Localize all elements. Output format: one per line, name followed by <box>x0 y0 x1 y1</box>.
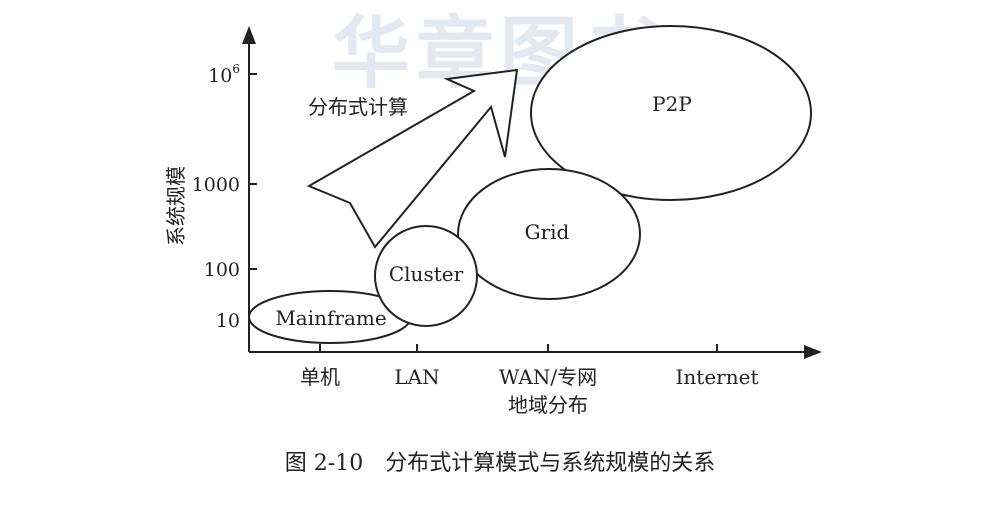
y-tick-label-10: 10 <box>216 310 240 332</box>
y-axis-label: 系统规模 <box>164 166 188 246</box>
x-tick-sublabel-region: 地域分布 <box>508 393 588 417</box>
x-tick-label-internet: Internet <box>676 365 759 389</box>
y-axis-arrow <box>242 26 256 44</box>
x-axis-arrow <box>804 345 822 359</box>
trend-arrow-shape <box>306 68 519 249</box>
cluster-ellipse <box>374 225 478 327</box>
x-tick-label-lan: LAN <box>394 365 439 389</box>
x-tick-label-wan: WAN/专网 <box>499 365 597 389</box>
cluster-label: Cluster <box>389 262 464 286</box>
y-tick-label-1e6: 106 <box>208 62 240 87</box>
figure-caption: 图 2-10 分布式计算模式与系统规模的关系 <box>285 451 715 476</box>
x-tick-label-single: 单机 <box>300 365 340 389</box>
p2p-ellipse <box>530 25 812 201</box>
grid-ellipse <box>457 168 641 300</box>
y-tick-label-1000: 1000 <box>192 174 240 196</box>
grid-label: Grid <box>525 220 570 244</box>
axes <box>242 26 822 359</box>
p2p-label: P2P <box>652 92 692 116</box>
y-tick-label-100: 100 <box>204 259 240 281</box>
mainframe-label: Mainframe <box>275 306 386 330</box>
trend-label: 分布式计算 <box>308 95 408 119</box>
